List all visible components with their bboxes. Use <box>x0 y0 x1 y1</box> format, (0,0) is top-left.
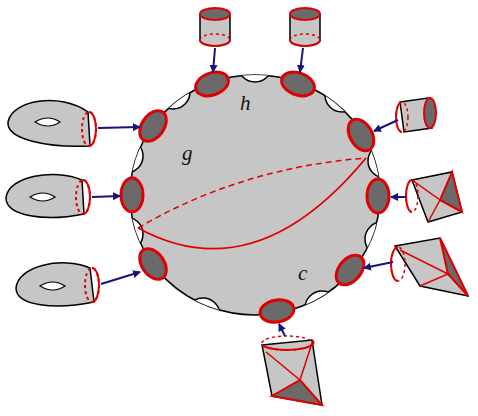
central-surface <box>109 48 402 332</box>
region-label: c <box>298 263 307 284</box>
gluing-arrows <box>92 48 406 336</box>
boundary-disks <box>121 68 389 325</box>
handle-pieces <box>6 101 99 306</box>
cylinder-pieces <box>200 8 436 132</box>
region-label: g <box>182 143 193 164</box>
crosscap-pieces <box>262 172 468 405</box>
region-label: h <box>240 93 251 114</box>
surface-region: h g c <box>130 75 380 315</box>
